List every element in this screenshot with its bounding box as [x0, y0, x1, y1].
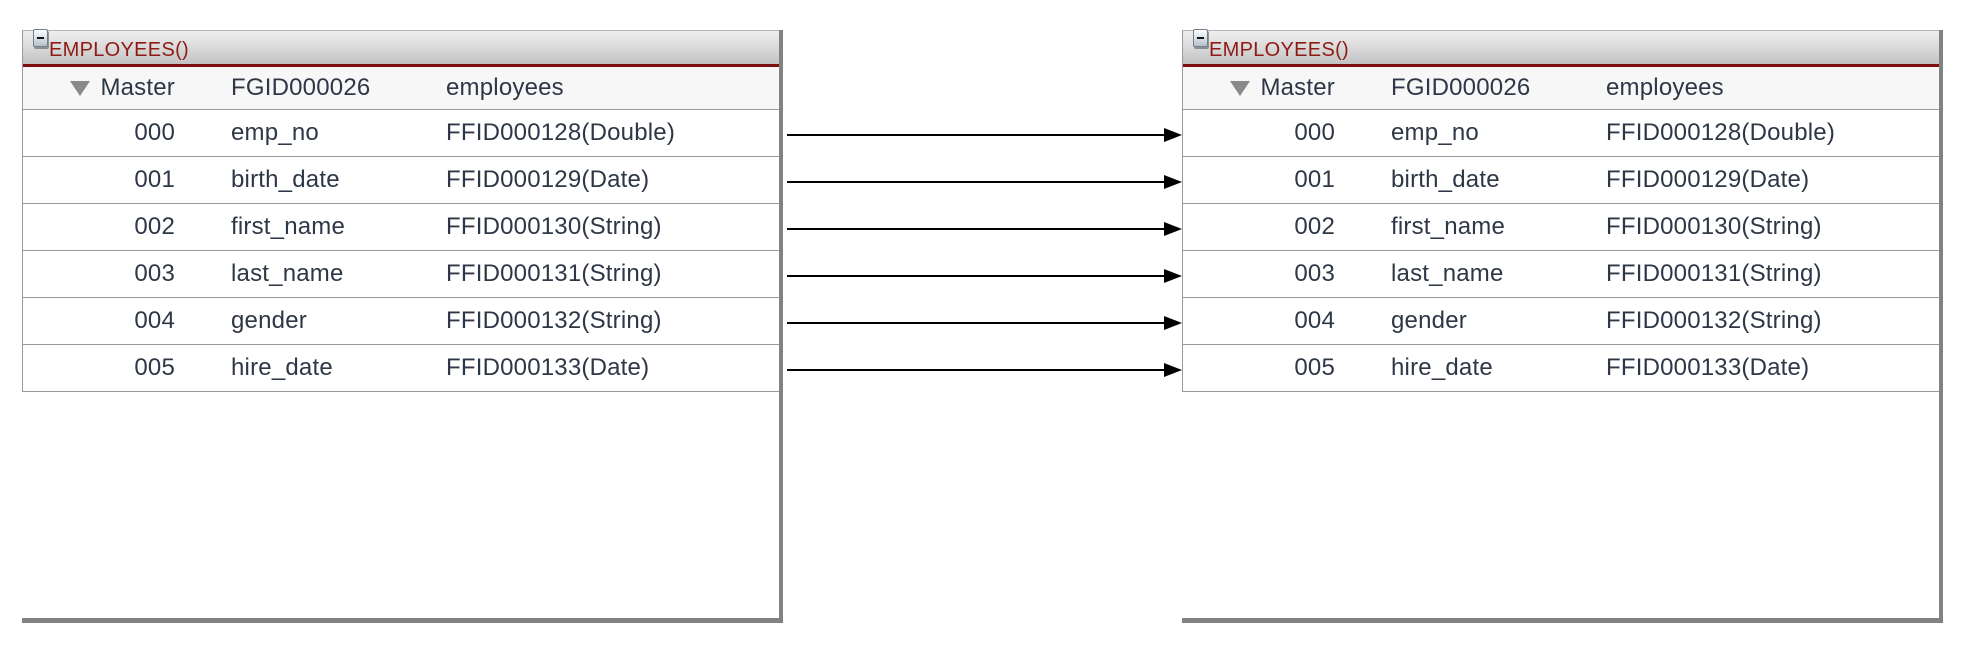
master-row[interactable]: Master FGID000026 employees	[1183, 67, 1939, 110]
master-label-cell: Master	[1183, 74, 1357, 102]
field-id: FFID000131(String)	[446, 260, 662, 287]
field-row[interactable]: 005 hire_date FFID000133(Date)	[23, 345, 779, 392]
field-name: first_name	[1391, 213, 1506, 240]
field-id: FFID000130(String)	[1606, 213, 1822, 240]
field-id: FFID000132(String)	[446, 307, 662, 334]
field-row[interactable]: 004 gender FFID000132(String)	[1183, 298, 1939, 345]
field-name: birth_date	[231, 166, 340, 193]
field-row[interactable]: 001 birth_date FFID000129(Date)	[1183, 157, 1939, 204]
panel-title: EMPLOYEES()	[49, 39, 189, 61]
field-index: 004	[1294, 307, 1335, 334]
field-id: FFID000131(String)	[1606, 260, 1822, 287]
triangle-down-icon[interactable]	[1230, 80, 1251, 96]
field-row[interactable]: 005 hire_date FFID000133(Date)	[1183, 345, 1939, 392]
minus-icon	[37, 37, 44, 39]
dataset-name: employees	[1606, 74, 1724, 101]
field-name: last_name	[231, 260, 344, 287]
target-table-panel: EMPLOYEES() Master FGID000026 employees …	[1182, 29, 1943, 623]
master-row[interactable]: Master FGID000026 employees	[23, 67, 779, 110]
field-name: first_name	[231, 213, 346, 240]
field-name: last_name	[1391, 260, 1504, 287]
target-panel-header[interactable]: EMPLOYEES()	[1183, 29, 1939, 67]
minus-icon	[1197, 37, 1204, 39]
field-row[interactable]: 002 first_name FFID000130(String)	[23, 204, 779, 251]
field-name: emp_no	[1391, 119, 1479, 146]
field-name: hire_date	[1391, 354, 1493, 381]
panel-title: EMPLOYEES()	[1209, 39, 1349, 61]
group-id: FGID000026	[1391, 74, 1531, 101]
field-index: 005	[134, 354, 175, 381]
field-row[interactable]: 000 emp_no FFID000128(Double)	[23, 110, 779, 157]
field-index: 001	[134, 166, 175, 193]
master-label: Master	[100, 74, 175, 101]
field-name: gender	[1391, 307, 1467, 334]
field-index: 003	[134, 260, 175, 287]
field-index: 004	[134, 307, 175, 334]
field-id: FFID000128(Double)	[446, 119, 676, 146]
field-name: emp_no	[231, 119, 319, 146]
field-index: 002	[134, 213, 175, 240]
source-table-panel: EMPLOYEES() Master FGID000026 employees …	[22, 29, 783, 623]
source-field-rows: 000 emp_no FFID000128(Double) 001 birth_date…	[23, 110, 779, 392]
field-id: FFID000133(Date)	[1606, 354, 1810, 381]
field-id: FFID000130(String)	[446, 213, 662, 240]
field-row[interactable]: 004 gender FFID000132(String)	[23, 298, 779, 345]
field-index: 003	[1294, 260, 1335, 287]
target-field-table: EMPLOYEES() Master FGID000026 employees …	[1182, 29, 1939, 392]
field-row[interactable]: 002 first_name FFID000130(String)	[1183, 204, 1939, 251]
source-panel-header[interactable]: EMPLOYEES()	[23, 29, 779, 67]
field-row[interactable]: 003 last_name FFID000131(String)	[23, 251, 779, 298]
field-id: FFID000132(String)	[1606, 307, 1822, 334]
dataset-name: employees	[446, 74, 564, 101]
field-index: 005	[1294, 354, 1335, 381]
field-id: FFID000133(Date)	[446, 354, 650, 381]
field-id: FFID000129(Date)	[446, 166, 650, 193]
field-id: FFID000128(Double)	[1606, 119, 1836, 146]
master-label: Master	[1260, 74, 1335, 101]
field-name: birth_date	[1391, 166, 1500, 193]
field-index: 000	[134, 119, 175, 146]
group-id: FGID000026	[231, 74, 371, 101]
field-row[interactable]: 000 emp_no FFID000128(Double)	[1183, 110, 1939, 157]
collapse-toggle-button[interactable]	[1193, 29, 1208, 47]
field-index: 001	[1294, 166, 1335, 193]
field-name: gender	[231, 307, 307, 334]
master-label-cell: Master	[23, 74, 197, 102]
field-index: 000	[1294, 119, 1335, 146]
field-id: FFID000129(Date)	[1606, 166, 1810, 193]
field-name: hire_date	[231, 354, 333, 381]
target-field-rows: 000 emp_no FFID000128(Double) 001 birth_date…	[1183, 110, 1939, 392]
collapse-toggle-button[interactable]	[33, 29, 48, 47]
field-row[interactable]: 001 birth_date FFID000129(Date)	[23, 157, 779, 204]
triangle-down-icon[interactable]	[70, 80, 91, 96]
source-field-table: EMPLOYEES() Master FGID000026 employees …	[22, 29, 779, 392]
field-index: 002	[1294, 213, 1335, 240]
field-row[interactable]: 003 last_name FFID000131(String)	[1183, 251, 1939, 298]
